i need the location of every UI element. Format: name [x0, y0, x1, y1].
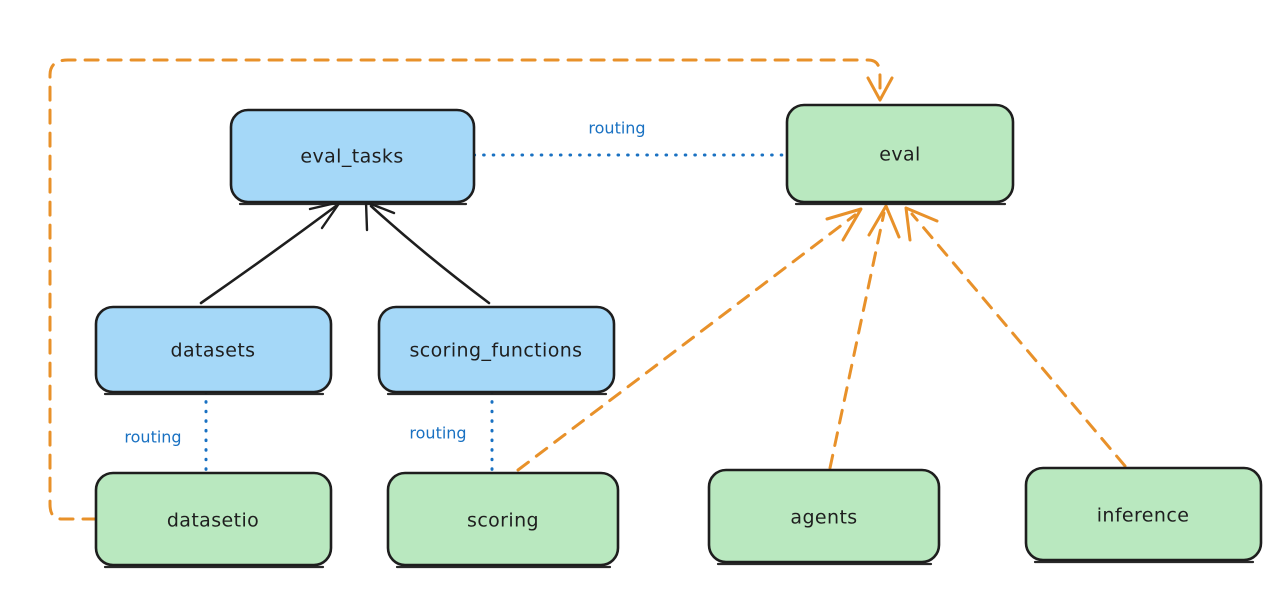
edge-label-routing-scoring_functions-scoring: routing — [409, 424, 466, 443]
node-eval_tasks-label: eval_tasks — [300, 146, 403, 168]
edge-path-scoring_functions-eval_tasks — [369, 204, 491, 305]
node-datasets-box — [94, 305, 333, 394]
edge-path-inference-eval — [910, 212, 1127, 468]
node-scoring-label: scoring — [467, 510, 539, 532]
arrowhead-inference-eval — [904, 206, 939, 242]
edge-labels-layer: routing routing routing — [124, 119, 645, 447]
node-eval-label: eval — [879, 144, 920, 166]
edge-datasets-to-eval_tasks[interactable] — [199, 200, 342, 305]
node-eval-box — [785, 103, 1015, 204]
node-inference[interactable]: inference — [1024, 466, 1263, 564]
node-datasets-label: datasets — [171, 340, 256, 362]
node-eval_tasks[interactable]: eval_tasks — [229, 108, 476, 206]
edge-path-datasetio-eval — [48, 58, 882, 521]
edge-scoring_functions-to-eval_tasks[interactable] — [364, 200, 491, 305]
node-scoring_functions[interactable]: scoring_functions — [377, 305, 616, 396]
node-datasets[interactable]: datasets — [94, 305, 333, 396]
node-agents[interactable]: agents — [707, 468, 941, 566]
node-scoring_functions-box — [377, 305, 616, 394]
node-agents-box — [707, 468, 941, 564]
node-datasetio-label: datasetio — [167, 510, 259, 532]
node-scoring_functions-label: scoring_functions — [410, 340, 583, 362]
node-inference-label: inference — [1097, 505, 1190, 527]
node-datasetio-box — [94, 471, 333, 567]
node-scoring-box — [386, 471, 620, 567]
node-inference-box — [1024, 466, 1263, 562]
node-scoring[interactable]: scoring — [386, 471, 620, 569]
edge-inference-to-eval[interactable] — [904, 206, 1127, 468]
edge-path-scoring-eval — [516, 213, 857, 472]
node-eval[interactable]: eval — [785, 103, 1015, 206]
arrowhead-datasetio-eval — [866, 76, 894, 102]
edge-scoring-to-eval[interactable] — [516, 207, 863, 472]
edge-label-routing-datasets-datasetio: routing — [124, 428, 181, 447]
node-eval_tasks-box — [229, 108, 476, 204]
nodes-layer: eval_tasks eval datasets scoring_functio… — [94, 103, 1263, 569]
edge-agents-to-eval[interactable] — [828, 204, 901, 470]
node-agents-label: agents — [790, 507, 857, 529]
edge-datasetio-to-eval[interactable] — [48, 58, 894, 521]
edge-path-datasets-eval_tasks — [199, 204, 338, 305]
arrowhead-scoring-eval — [825, 207, 863, 242]
edge-path-agents-eval — [828, 211, 886, 470]
edge-label-routing-eval_tasks-eval: routing — [588, 119, 645, 138]
node-datasetio[interactable]: datasetio — [94, 471, 333, 569]
arrowhead-agents-eval — [867, 204, 901, 239]
